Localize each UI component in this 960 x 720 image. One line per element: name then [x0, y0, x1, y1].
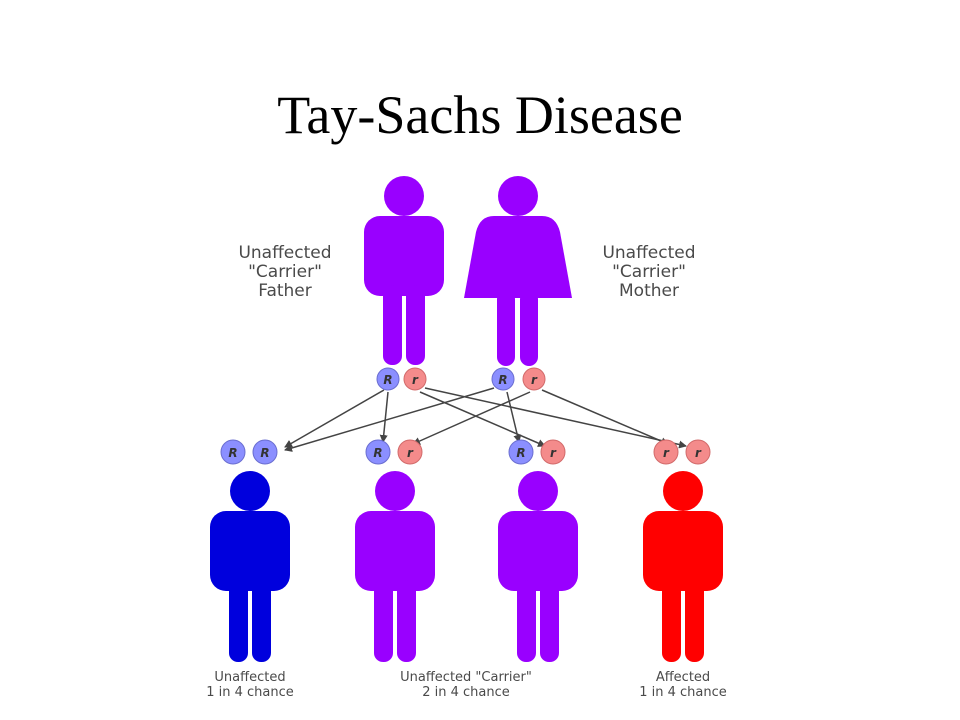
father-alleles: R r — [376, 367, 427, 391]
child-1-allele-1 — [220, 439, 246, 465]
mother-figure — [464, 176, 572, 366]
caption-unaffected-line-2: 1 in 4 chance — [206, 685, 294, 700]
caption-affected-line-1: Affected — [655, 670, 711, 685]
child-4-allele-2-label: r — [695, 446, 702, 460]
mother-allele-recessive-label: r — [531, 373, 538, 387]
child-2-figure-carrier — [355, 471, 435, 662]
child-3-allele-1 — [508, 439, 534, 465]
caption-carrier: Unaffected "Carrier" 2 in 4 chance — [366, 670, 566, 700]
mother-allele-recessive — [522, 367, 546, 391]
child-1-allele-1-label: R — [228, 446, 237, 460]
child-4-allele-1 — [653, 439, 679, 465]
child-4-alleles: r r — [653, 439, 711, 465]
mother-label-line-2: "Carrier" — [612, 262, 686, 282]
mother-label-line-3: Mother — [619, 281, 679, 301]
caption-affected: Affected 1 in 4 chance — [613, 670, 753, 700]
arrow-mother-r-to-child2 — [412, 391, 531, 445]
arrow-father-r-to-child3 — [419, 391, 546, 447]
child-1-allele-2-label: R — [260, 446, 269, 460]
caption-carrier-line-2: 2 in 4 chance — [422, 685, 510, 700]
child-3-allele-2 — [540, 439, 566, 465]
child-2-allele-1-label: R — [373, 446, 382, 460]
child-1-figure-unaffected — [210, 471, 290, 662]
father-allele-dominant — [376, 367, 400, 391]
father-figure — [364, 176, 444, 365]
child-1-allele-2 — [252, 439, 278, 465]
child-1-alleles: R R — [220, 439, 278, 465]
caption-affected-line-2: 1 in 4 chance — [639, 685, 727, 700]
arrow-father-r-to-child4 — [424, 387, 687, 449]
arrow-father-R-to-child2 — [379, 391, 389, 443]
child-2-allele-2 — [397, 439, 423, 465]
father-label-line-1: Unaffected — [238, 243, 332, 263]
child-3-figure-carrier — [498, 471, 578, 662]
father-allele-recessive — [403, 367, 427, 391]
slide-title: Tay-Sachs Disease — [277, 85, 683, 145]
father-allele-dominant-label: R — [383, 373, 392, 387]
mother-alleles: R r — [491, 367, 546, 391]
mother-label: Unaffected "Carrier" Mother — [574, 244, 724, 301]
father-allele-recessive-label: r — [412, 373, 419, 387]
child-3-alleles: R r — [508, 439, 566, 465]
inheritance-arrows — [284, 387, 687, 452]
child-2-allele-1 — [365, 439, 391, 465]
mother-label-line-1: Unaffected — [602, 243, 696, 263]
caption-carrier-line-1: Unaffected "Carrier" — [400, 670, 532, 685]
arrow-mother-r-to-child4 — [541, 389, 669, 445]
child-3-allele-2-label: r — [550, 446, 557, 460]
child-3-allele-1-label: R — [516, 446, 525, 460]
father-label-line-3: Father — [258, 281, 312, 301]
child-2-alleles: R r — [365, 439, 423, 465]
father-label: Unaffected "Carrier" Father — [210, 244, 360, 301]
caption-unaffected-line-1: Unaffected — [214, 670, 286, 685]
child-4-allele-2 — [685, 439, 711, 465]
child-4-allele-1-label: r — [663, 446, 670, 460]
caption-unaffected: Unaffected 1 in 4 chance — [180, 670, 320, 700]
mother-allele-dominant — [491, 367, 515, 391]
arrow-mother-R-to-child1 — [284, 387, 495, 452]
child-2-allele-2-label: r — [407, 446, 414, 460]
father-label-line-2: "Carrier" — [248, 262, 322, 282]
mother-allele-dominant-label: R — [498, 373, 507, 387]
arrow-mother-R-to-child3 — [506, 391, 522, 443]
child-4-figure-affected — [643, 471, 723, 662]
arrow-father-R-to-child1 — [284, 389, 385, 448]
